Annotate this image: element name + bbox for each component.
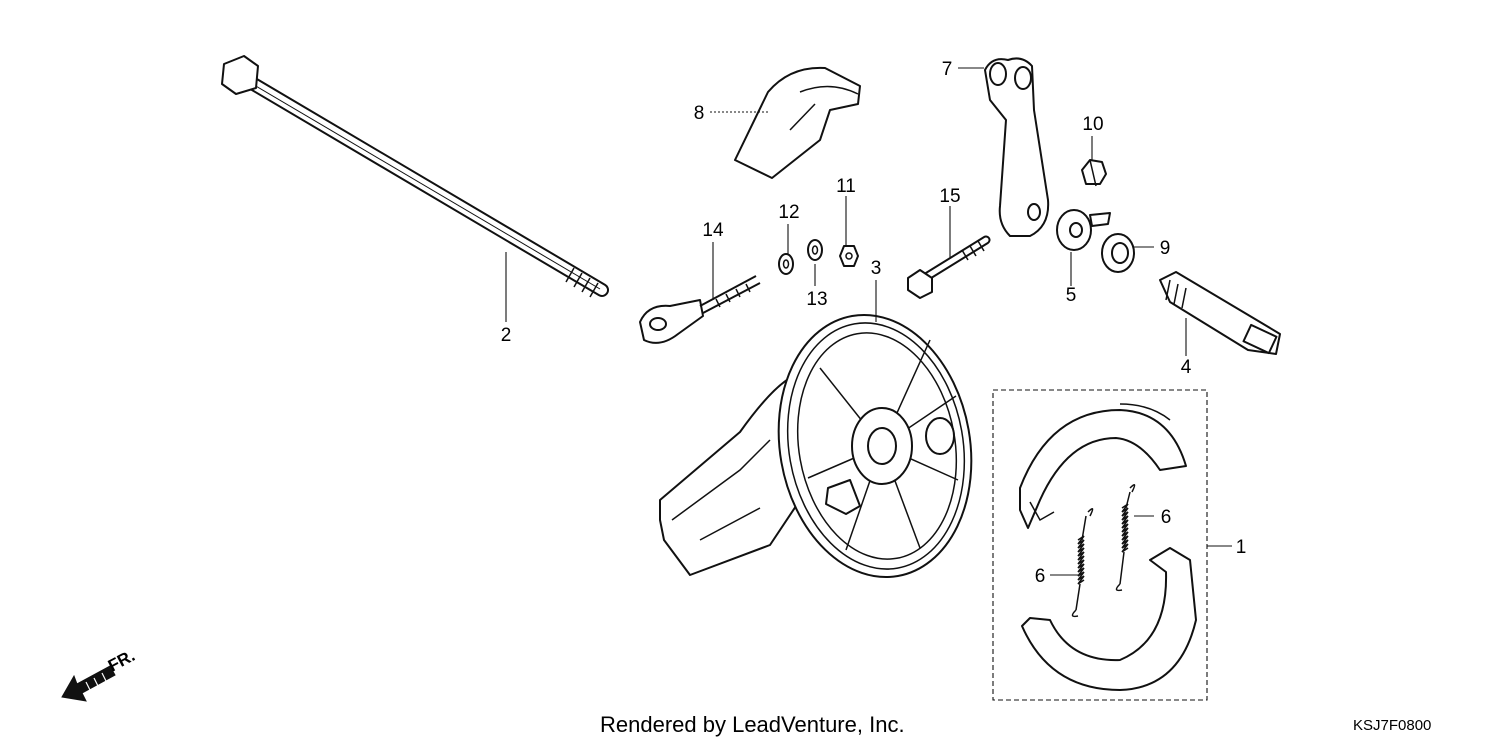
callout-labels: 1 2 3 4 5 6 6 7 8 9 10 11 12 13 14 15	[501, 59, 1247, 587]
leader-lines	[505, 67, 1232, 576]
lock-washer	[807, 239, 823, 261]
stopper-rod	[639, 275, 761, 344]
callout-14: 14	[702, 220, 724, 241]
shoe-spring-right	[1115, 484, 1136, 592]
brake-shoe-set	[1019, 403, 1197, 691]
arm-bolt	[1081, 159, 1107, 187]
callout-12: 12	[778, 202, 799, 223]
callout-4: 4	[1181, 357, 1192, 378]
brake-arm	[984, 57, 1050, 237]
render-credit: Rendered by LeadVenture, Inc.	[600, 712, 905, 737]
callout-10: 10	[1082, 114, 1103, 135]
brake-panel	[659, 313, 973, 579]
callout-3: 3	[871, 258, 882, 279]
washer	[778, 253, 794, 275]
brake-cam	[1159, 271, 1281, 355]
callout-13: 13	[806, 289, 827, 310]
callout-11: 11	[836, 176, 856, 197]
front-arrow-icon	[61, 665, 116, 702]
callout-2: 2	[501, 325, 512, 346]
dust-seal	[1101, 233, 1135, 273]
brake-cover	[734, 66, 861, 179]
panel-bolt	[907, 235, 991, 299]
shoe-set-frame	[992, 389, 1208, 701]
callout-9: 9	[1160, 238, 1171, 259]
shoe-spring-left	[1071, 508, 1094, 618]
callout-8: 8	[694, 103, 705, 124]
callout-6b: 6	[1161, 507, 1172, 528]
nut	[839, 245, 859, 267]
diagram-code: KSJ7F0800	[1353, 717, 1431, 734]
callout-1: 1	[1236, 537, 1247, 558]
callout-15: 15	[939, 186, 960, 207]
callout-6a: 6	[1035, 566, 1046, 587]
callout-7: 7	[942, 59, 953, 80]
callout-5: 5	[1066, 285, 1077, 306]
wear-indicator	[1056, 209, 1111, 251]
front-direction: FR.	[61, 646, 138, 702]
rear-axle	[221, 55, 609, 298]
